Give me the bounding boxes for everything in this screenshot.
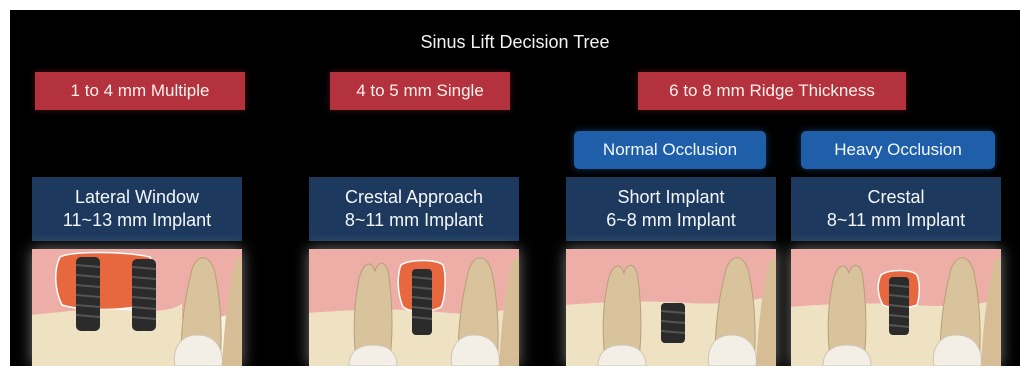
implant-screw-icon <box>412 269 432 335</box>
implant-screw-icon <box>76 257 100 331</box>
illustration-short-implant <box>566 249 776 366</box>
implant-screw-icon <box>132 259 156 331</box>
procedure-name: Crestal <box>867 186 924 209</box>
decision-tree-diagram: Sinus Lift Decision Tree 1 to 4 mm Multi… <box>10 10 1020 366</box>
procedure-lateral-window: Lateral Window 11~13 mm Implant <box>32 177 242 241</box>
procedure-name: Short Implant <box>617 186 724 209</box>
implant-screw-icon <box>889 277 909 335</box>
procedure-crestal-approach: Crestal Approach 8~11 mm Implant <box>309 177 519 241</box>
implant-screw-icon <box>661 303 685 343</box>
normal-occlusion-box: Normal Occlusion <box>574 131 766 169</box>
procedure-name: Lateral Window <box>75 186 199 209</box>
procedure-implant-size: 8~11 mm Implant <box>345 209 483 232</box>
procedure-crestal: Crestal 8~11 mm Implant <box>791 177 1001 241</box>
illustration-single-implant-crestal <box>309 249 519 366</box>
heavy-occlusion-box: Heavy Occlusion <box>801 131 995 169</box>
criterion-4-5mm-single: 4 to 5 mm Single <box>330 72 510 110</box>
illustration-crestal-implant <box>791 249 1001 366</box>
criterion-6-8mm-ridge: 6 to 8 mm Ridge Thickness <box>638 72 906 110</box>
procedure-implant-size: 6~8 mm Implant <box>606 209 736 232</box>
procedure-name: Crestal Approach <box>345 186 483 209</box>
illustration-two-implants-lateral-window <box>32 249 242 366</box>
criterion-1-4mm-multiple: 1 to 4 mm Multiple <box>35 72 245 110</box>
procedure-implant-size: 11~13 mm Implant <box>63 209 211 232</box>
procedure-short-implant: Short Implant 6~8 mm Implant <box>566 177 776 241</box>
diagram-title: Sinus Lift Decision Tree <box>10 32 1020 53</box>
procedure-implant-size: 8~11 mm Implant <box>827 209 965 232</box>
